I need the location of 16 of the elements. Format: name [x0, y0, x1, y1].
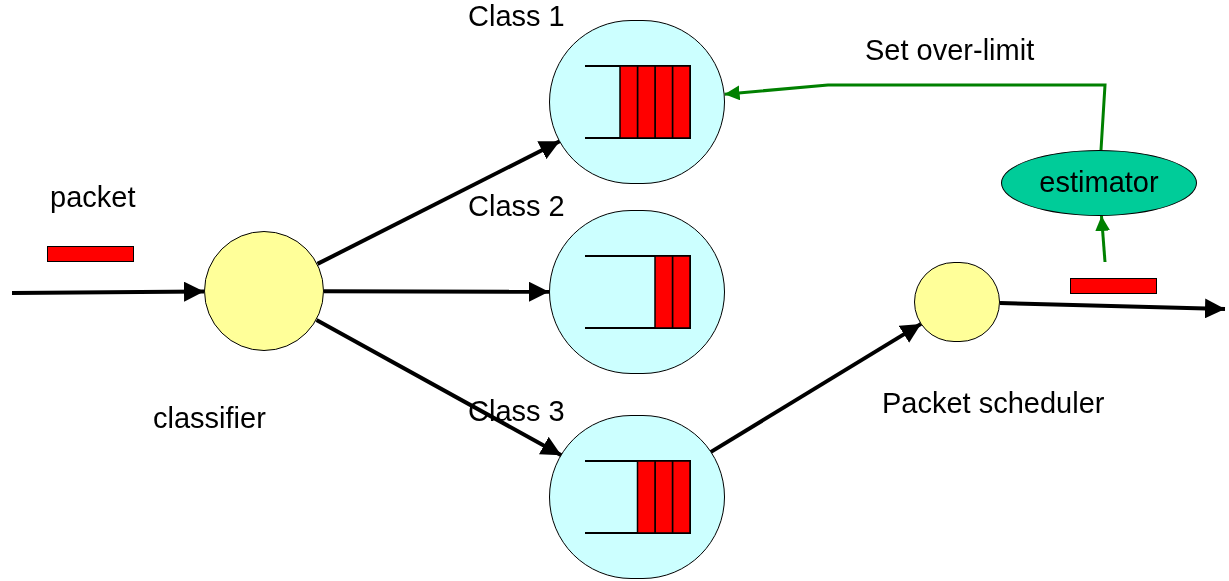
arrow [12, 281, 204, 302]
class-label: Class 1 [468, 2, 565, 31]
node-caption: classifier [153, 404, 266, 433]
estimator-ellipse: estimator [1001, 150, 1197, 216]
arrow [724, 83, 1107, 151]
arrow [709, 322, 923, 454]
packet-bar [47, 246, 134, 262]
class-label: Class 2 [468, 192, 565, 221]
node-caption: Packet scheduler [882, 389, 1105, 418]
arrow [999, 298, 1226, 319]
arrow [315, 318, 563, 457]
packet-bar [1070, 278, 1157, 294]
packet-label: packet [50, 183, 136, 212]
arrow [316, 139, 561, 266]
arrow [1095, 215, 1111, 263]
arrow [324, 281, 549, 302]
